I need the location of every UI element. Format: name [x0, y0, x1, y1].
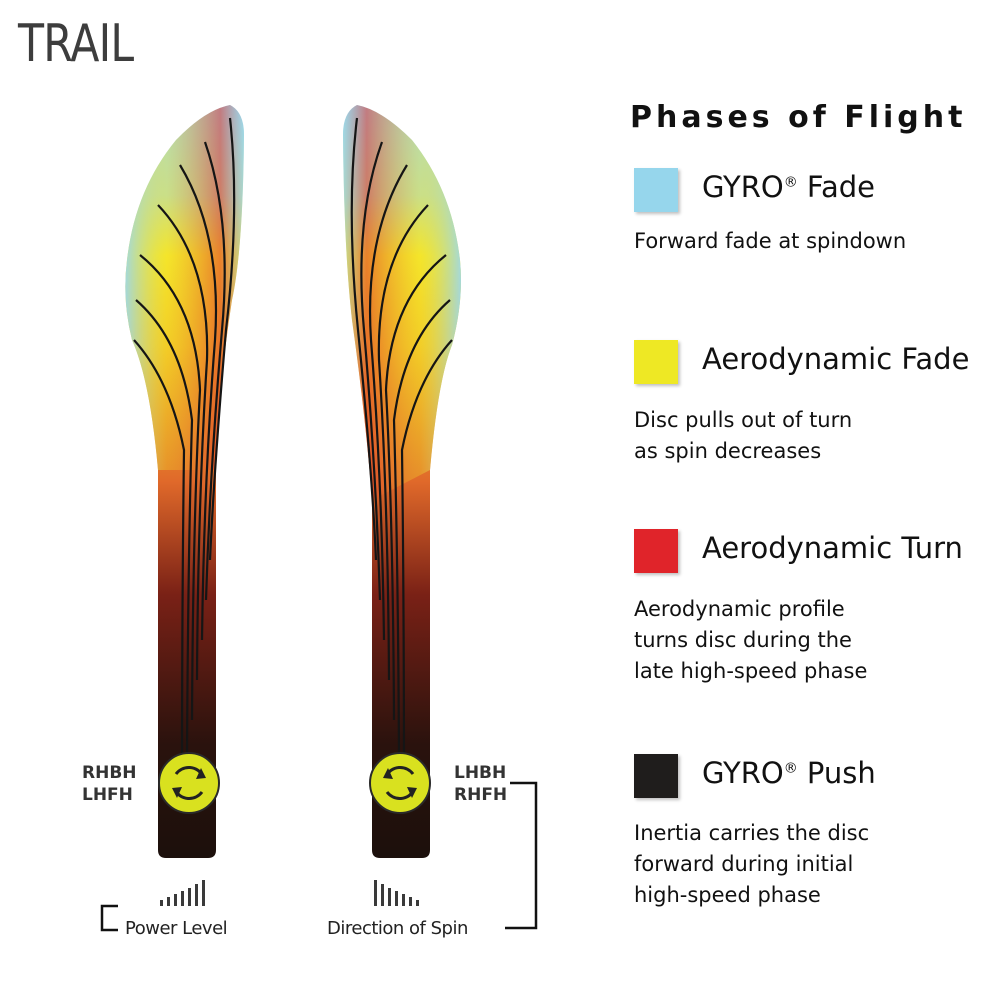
legend-desc: Inertia carries the disc forward during … — [634, 821, 870, 907]
legend-name: GYRO® Fade — [702, 170, 875, 204]
legend-name: Aerodynamic Turn — [702, 531, 963, 565]
legend-desc: Forward fade at spindown — [634, 229, 907, 253]
page-title: TRAIL — [18, 14, 134, 74]
left-flight-shape — [125, 105, 244, 858]
left-throw-labels: RHBH LHFH — [82, 762, 137, 806]
legend-desc: Aerodynamic profile turns disc during th… — [634, 597, 868, 683]
right-throw-2: RHFH — [454, 785, 508, 805]
aerodynamic-fade-swatch — [634, 340, 678, 384]
gyro-push-swatch — [634, 754, 678, 798]
left-spin-icon — [158, 752, 220, 814]
right-flight-shape — [343, 105, 461, 858]
legend-desc: Disc pulls out of turn as spin decreases — [634, 408, 853, 463]
gyro-fade-swatch — [634, 168, 678, 212]
direction-of-spin-icon — [374, 880, 419, 906]
right-throw-1: LHBH — [454, 763, 507, 783]
left-throw-2: LHFH — [82, 785, 133, 805]
aerodynamic-turn-swatch — [634, 529, 678, 573]
throw-bracket — [505, 781, 538, 930]
legend-name: GYRO® Push — [702, 756, 876, 790]
power-level-icon — [160, 880, 205, 906]
phases-heading: Phases of Flight — [630, 100, 967, 135]
right-spin-icon — [369, 752, 431, 814]
power-level-label: Power Level — [125, 918, 228, 939]
legend-name: Aerodynamic Fade — [702, 342, 970, 376]
right-throw-labels: LHBH RHFH — [454, 762, 507, 806]
left-throw-1: RHBH — [82, 763, 137, 783]
direction-of-spin-label: Direction of Spin — [327, 918, 468, 939]
power-bracket — [100, 904, 118, 932]
